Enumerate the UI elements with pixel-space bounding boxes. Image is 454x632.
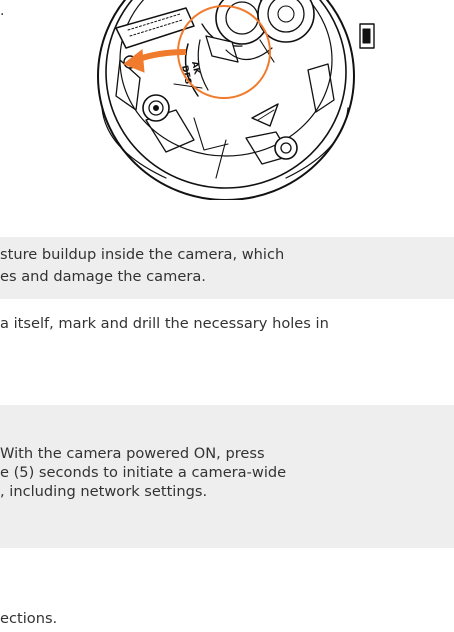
note1-line2: es and damage the camera. — [0, 268, 206, 285]
triangle-mark — [251, 103, 279, 127]
note2-line1: With the camera powered ON, press — [0, 445, 265, 462]
screw-boss-right — [274, 136, 298, 160]
camera-dome-illustration: AK DES — [97, 0, 375, 200]
lens-ring — [184, 43, 199, 97]
note2-line2: e (5) seconds to initiate a camera-wide — [0, 464, 287, 481]
note2-line3: , including network settings. — [0, 483, 208, 500]
text-fragment-top: . — [0, 3, 5, 19]
lens-assembly — [201, 0, 315, 63]
note-box-reset — [0, 405, 454, 548]
rotate-arrow-icon — [123, 49, 187, 73]
note1-line1: sture buildup inside the camera, which — [0, 246, 285, 263]
paragraph-line1: a itself, mark and drill the necessary h… — [0, 315, 329, 332]
footer-line1: ections. — [0, 610, 58, 627]
note-box-moisture — [0, 237, 454, 299]
ring-label-a: AK — [189, 61, 202, 76]
ring-label-b: DES — [179, 65, 193, 86]
